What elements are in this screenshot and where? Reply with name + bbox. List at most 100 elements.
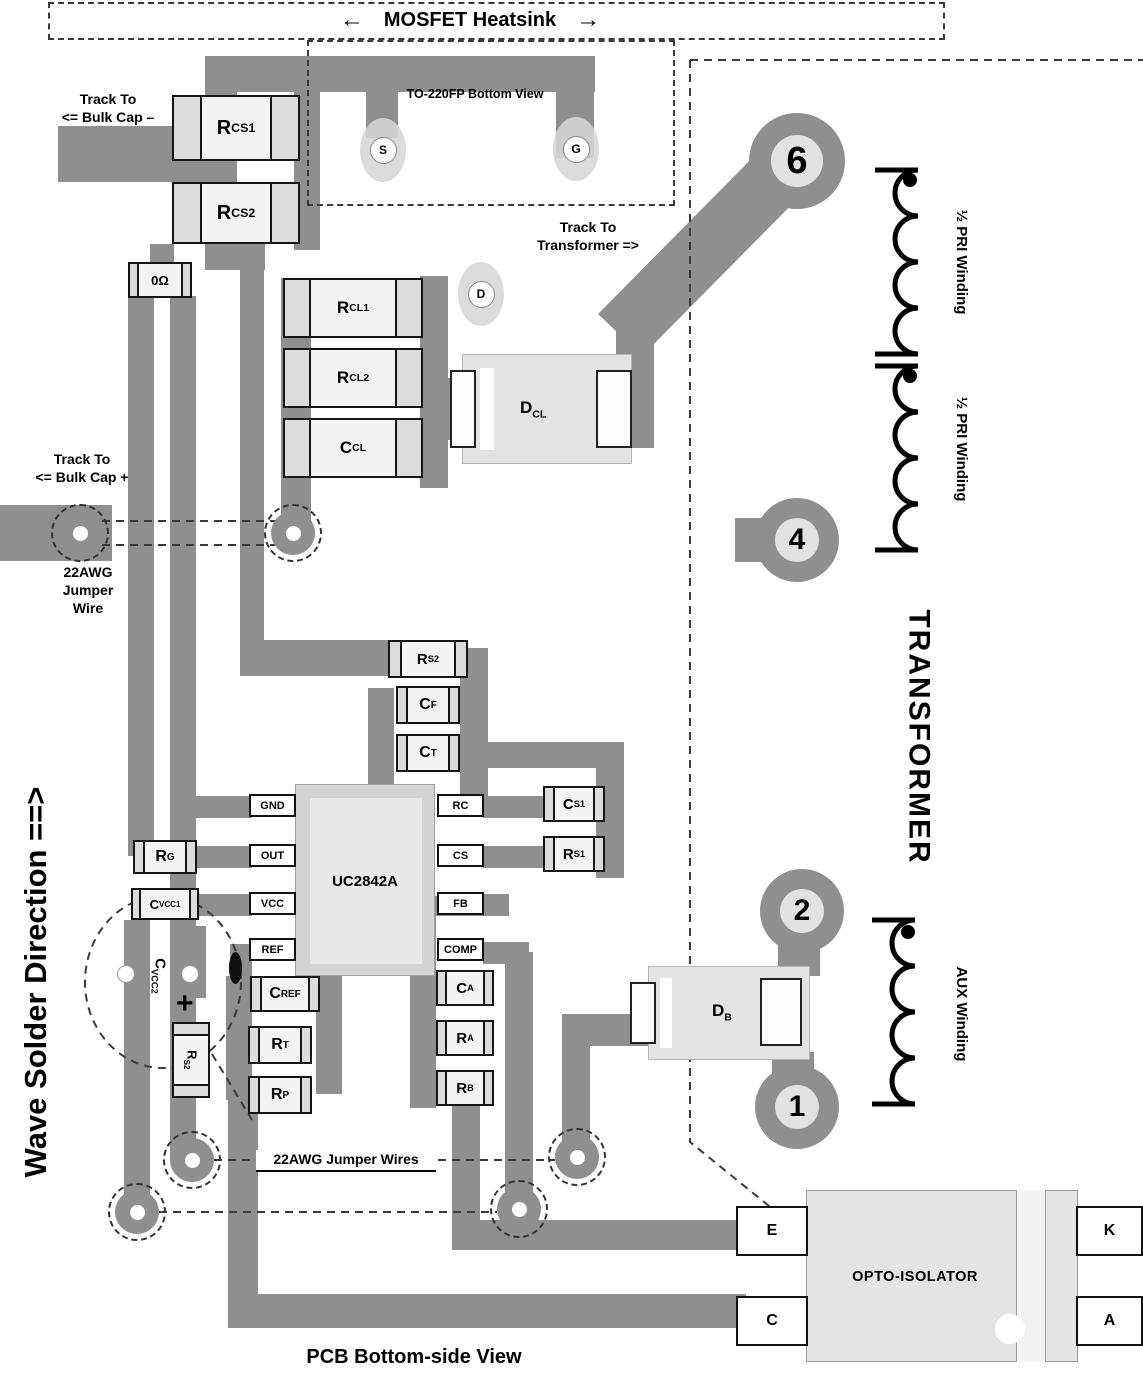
pad-number: 2 xyxy=(780,889,824,933)
wave-solder-direction-label: Wave Solder Direction ==> xyxy=(17,786,53,1178)
component-pad xyxy=(189,890,197,918)
track-bulk-plus-label: Track To <= Bulk Cap + xyxy=(14,450,150,486)
diode-lead xyxy=(596,370,632,448)
copper-trace xyxy=(128,296,154,856)
diode-lead xyxy=(760,978,802,1046)
track-transformer-label: Track To Transformer => xyxy=(498,218,678,254)
ic-pin-ref: REF xyxy=(249,938,296,961)
via-dashed-ring xyxy=(51,504,109,562)
pri-winding-1-coil xyxy=(875,167,919,357)
page-title: PCB Bottom-side View xyxy=(306,1346,522,1368)
pad-letter: D xyxy=(467,280,495,308)
component-pad xyxy=(285,420,311,476)
copper-trace xyxy=(368,758,394,788)
component-pad xyxy=(395,420,421,476)
db-label: DB xyxy=(712,1001,732,1024)
ic-body xyxy=(310,798,422,964)
label-line: <= Bulk Cap – xyxy=(61,109,155,126)
diode-cathode-stripe xyxy=(660,978,672,1048)
aux-winding-label: AUX Winding xyxy=(952,966,970,1062)
pri-winding-2-coil xyxy=(875,363,919,553)
ic-pin-out: OUT xyxy=(249,844,296,867)
copper-trace xyxy=(196,846,252,868)
component-pad xyxy=(181,264,190,296)
cvcc2-hole xyxy=(181,965,199,983)
diode-lead xyxy=(630,982,656,1044)
ic-pin-gnd: GND xyxy=(249,794,296,817)
component-pad xyxy=(285,280,311,336)
component-pad xyxy=(174,97,202,159)
jumper-wire-label: 22AWG Jumper Wire xyxy=(40,563,136,618)
copper-trace xyxy=(460,742,606,768)
ic-name: UC2842A xyxy=(332,873,398,890)
resistor-0ohm: 0Ω xyxy=(128,262,192,298)
component-pad xyxy=(174,1024,208,1036)
component-pad xyxy=(130,264,139,296)
component-pad xyxy=(593,788,603,820)
component-label: 0Ω xyxy=(151,272,169,288)
copper-trace xyxy=(150,244,174,264)
ic-pin-cs: CS xyxy=(437,844,484,867)
transformer-pad-4: 4 xyxy=(755,498,839,582)
component-pad xyxy=(545,838,555,870)
via-dashed-ring xyxy=(108,1183,166,1241)
copper-trace xyxy=(205,56,595,92)
via-dashed-ring xyxy=(264,504,322,562)
label-line: Track To xyxy=(559,219,617,235)
polarity-mark xyxy=(229,952,242,984)
pad-letter: S xyxy=(369,136,397,164)
copper-trace xyxy=(180,926,206,998)
copper-trace xyxy=(240,250,264,670)
pri-winding-2-label: ½ PRI Winding xyxy=(952,396,970,502)
copper-trace xyxy=(228,1294,746,1328)
component-pad xyxy=(395,350,421,406)
copper-trace xyxy=(452,1106,480,1230)
component-pad xyxy=(448,688,458,722)
opto-pin-e: E xyxy=(736,1206,808,1256)
ic-pin-comp: COMP xyxy=(437,938,484,961)
pad-number: 4 xyxy=(775,518,819,562)
component-pad xyxy=(250,1078,260,1112)
label-line: <= Bulk Cap + xyxy=(35,469,129,486)
component-pad xyxy=(185,842,195,872)
opto-pin-c: C xyxy=(736,1296,808,1346)
component-pad xyxy=(483,972,492,1004)
diode-cathode-stripe xyxy=(480,368,494,450)
component-pad xyxy=(398,736,408,770)
component-pad xyxy=(483,1072,492,1104)
copper-trace xyxy=(483,846,545,868)
resistor-rs2-bottom: RS2 xyxy=(172,1022,210,1098)
component-pad xyxy=(390,642,402,676)
component-pad xyxy=(448,736,458,770)
opto-pin-a: A xyxy=(1076,1296,1143,1346)
pad-number: 6 xyxy=(771,135,823,187)
component-pad xyxy=(398,688,408,722)
mosfet-pad-g: G xyxy=(553,117,599,181)
